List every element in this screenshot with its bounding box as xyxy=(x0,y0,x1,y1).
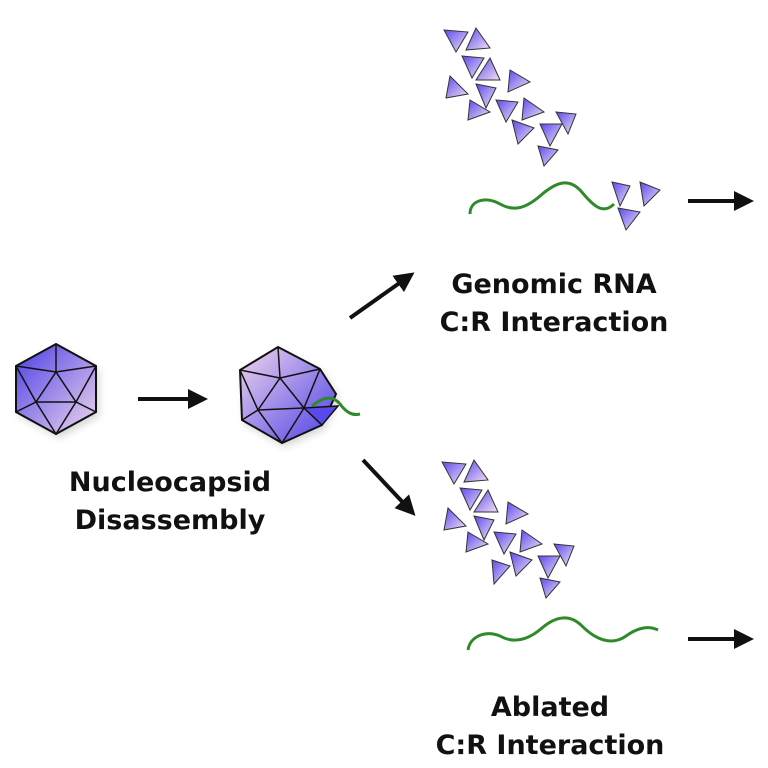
capsid-subunit-triangle-icon xyxy=(443,506,468,531)
capsid-subunit-triangle-icon xyxy=(507,69,532,93)
label-line: Nucleocapsid xyxy=(68,467,272,498)
label-line: Disassembly xyxy=(74,505,266,536)
capsid-subunit-triangle-icon xyxy=(539,577,561,600)
capsid-subunit-triangle-icon xyxy=(465,531,490,553)
capsid-subunit-triangle-icon xyxy=(537,145,559,168)
capsid-subunit-triangle-icon xyxy=(537,555,561,580)
capsid-subunit-triangle-icon xyxy=(639,181,661,208)
capsid-subunit-cluster-bottom xyxy=(441,458,575,600)
capsid-subunit-triangle-icon xyxy=(441,461,467,486)
capsid-subunit-triangle-icon xyxy=(509,551,533,577)
capsid-subunit-triangle-icon xyxy=(473,488,499,513)
capsid-subunit-triangle-icon xyxy=(475,56,501,81)
capsid-subunit-triangle-icon xyxy=(617,207,641,232)
genomic-rna-interaction-label: Genomic RNA C:R Interaction xyxy=(420,266,688,342)
capsid-subunit-triangle-icon xyxy=(473,515,495,542)
nucleocapsid-disassembly-label: Nucleocapsid Disassembly xyxy=(50,464,290,540)
capsid-subunit-triangle-icon xyxy=(465,26,491,51)
capsid-subunit-triangle-icon xyxy=(511,119,535,145)
capsid-subunit-triangle-icon xyxy=(461,55,485,80)
capsid-subunit-triangle-icon xyxy=(519,529,544,553)
capsid-subunit-triangle-icon xyxy=(463,458,489,483)
capsid-subunit-triangle-icon xyxy=(539,123,563,148)
capsid-subunit-triangle-icon xyxy=(445,74,470,99)
capsid-subunit-triangle-icon xyxy=(611,181,631,208)
rna-strand-icon xyxy=(468,181,616,215)
capsid-subunit-triangle-icon xyxy=(467,99,492,121)
capsid-subunit-triangle-icon xyxy=(443,29,469,54)
capsid-subunit-triangle-icon xyxy=(555,111,577,136)
ablated-interaction-label: Ablated C:R Interaction xyxy=(410,689,690,765)
disassembling-capsid-icon xyxy=(238,345,361,447)
arrow-icon xyxy=(348,272,415,320)
capsid-subunit-triangle-icon xyxy=(459,487,483,512)
capsid-subunit-triangle-icon xyxy=(495,99,519,124)
intact-capsid-icon xyxy=(15,342,99,438)
capsid-subunit-triangle-icon xyxy=(493,531,517,556)
capsid-subunit-triangle-icon xyxy=(475,83,497,110)
rna-strand-icon xyxy=(466,616,659,651)
capsid-subunit-triangle-icon xyxy=(521,97,546,121)
label-line: Ablated xyxy=(490,692,610,723)
capsid-subunit-triangle-icon xyxy=(553,543,575,568)
label-line: C:R Interaction xyxy=(439,307,669,338)
bound-subunits xyxy=(611,181,661,232)
arrow-icon xyxy=(361,458,416,516)
capsid-subunit-triangle-icon xyxy=(505,501,530,525)
label-line: Genomic RNA xyxy=(451,269,657,300)
capsid-subunit-triangle-icon xyxy=(491,559,511,586)
capsid-subunit-cluster-top xyxy=(443,26,577,168)
label-line: C:R Interaction xyxy=(435,730,665,761)
